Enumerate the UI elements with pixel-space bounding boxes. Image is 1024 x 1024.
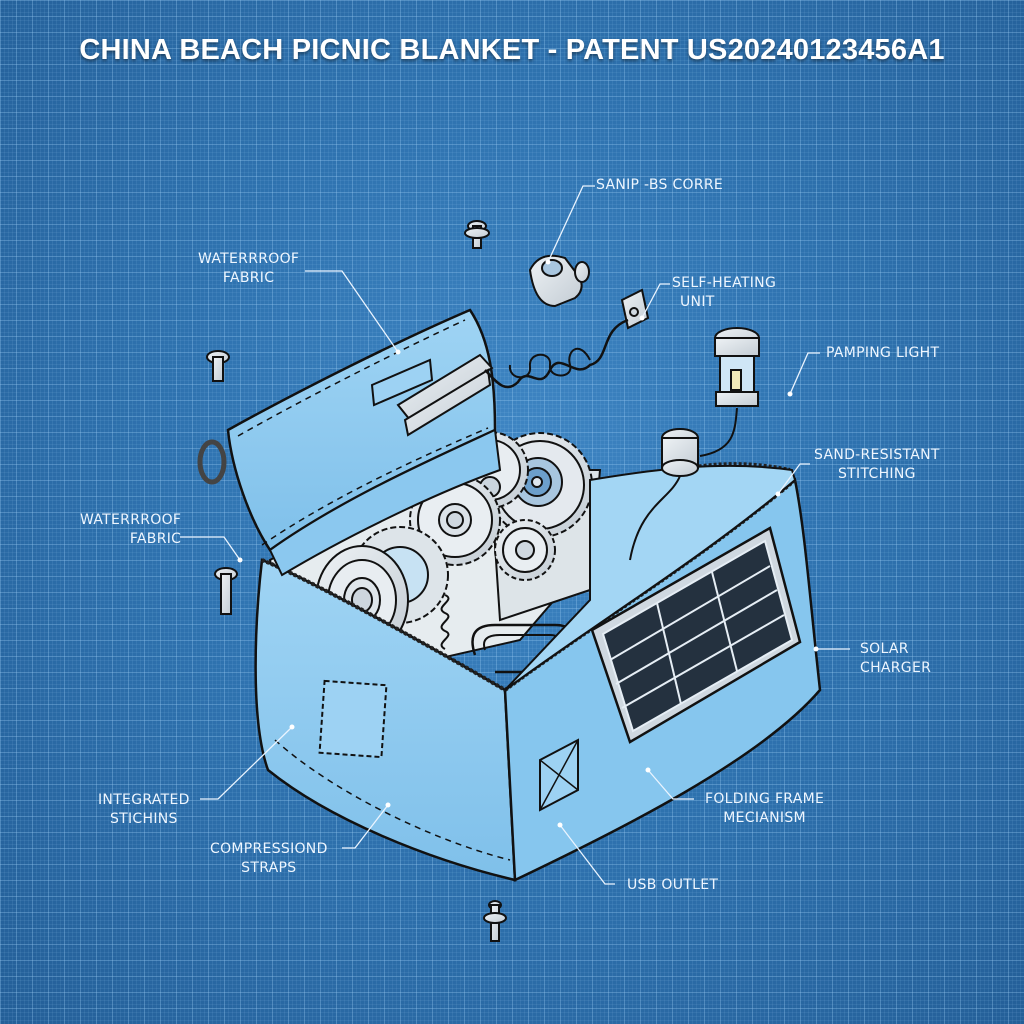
heating-box bbox=[620, 288, 650, 330]
callout-self-heating-unit: SELF-HEATING UNIT bbox=[672, 275, 777, 310]
floating-parts bbox=[206, 220, 760, 942]
callout-waterproof-fabric-left: WATERRROOF FABRIC bbox=[80, 512, 182, 547]
diagram-title: CHINA BEACH PICNIC BLANKET - PATENT US20… bbox=[79, 34, 945, 66]
callout-usb-outlet: USB OUTLET bbox=[627, 877, 719, 893]
callout-integrated-stitchins: INTEGRATED STICHINS bbox=[98, 792, 190, 827]
bag-lid bbox=[197, 308, 502, 577]
camping-lantern bbox=[699, 327, 760, 457]
leader-lines bbox=[180, 185, 850, 885]
pin-top-left bbox=[464, 220, 490, 249]
pin-left bbox=[206, 350, 230, 382]
callout-folding-frame-mechanism: FOLDING FRAME MECIANISM bbox=[705, 791, 825, 826]
corner-clamp bbox=[528, 254, 590, 308]
callout-pamping-light: PAMPING LIGHT bbox=[826, 345, 940, 361]
callout-waterproof-fabric-top: WATERRROOF FABRIC bbox=[198, 251, 300, 286]
callout-solar-charger: SOLAR CHARGER bbox=[860, 641, 932, 676]
callout-compressed-straps: COMPRESSIOND STRAPS bbox=[210, 841, 328, 876]
leader-dots bbox=[237, 259, 819, 828]
solar-panel bbox=[590, 526, 802, 744]
pin-bottom bbox=[483, 900, 507, 942]
callout-sand-bs-corre: SANIP -BS CORRE bbox=[596, 177, 724, 193]
plug-connector bbox=[629, 428, 699, 561]
callout-sand-resistant-stitching: SAND-RESISTANT STITCHING bbox=[814, 447, 940, 482]
pin-left-lower bbox=[214, 567, 238, 615]
